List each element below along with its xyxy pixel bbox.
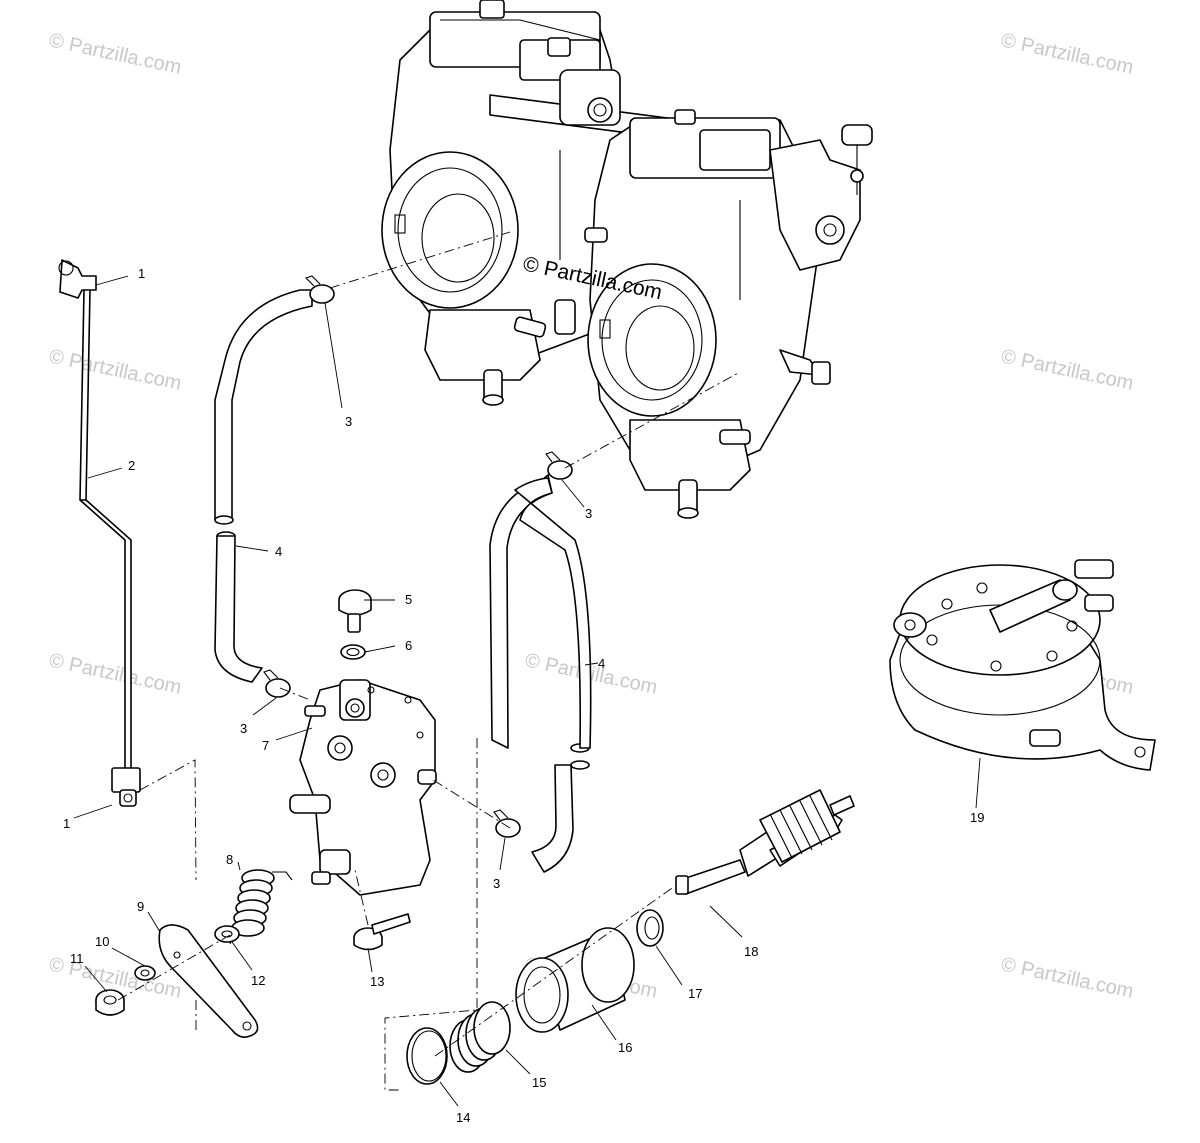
screw-13: [353, 913, 411, 951]
hose-right: [489, 474, 592, 873]
callout-3: 3: [240, 721, 247, 736]
callout-15: 15: [532, 1075, 546, 1090]
callout-9: 9: [137, 899, 144, 914]
oil-pump: [289, 679, 437, 896]
sleeve-16: [515, 927, 635, 1033]
callout-4: 4: [275, 544, 282, 559]
callout-6: 6: [405, 638, 412, 653]
callout-14: 14: [456, 1110, 470, 1125]
callout-19: 19: [970, 810, 984, 825]
callout-18: 18: [744, 944, 758, 959]
clamp-top-left: [304, 275, 335, 304]
watermark: © Partzilla.com: [47, 345, 183, 395]
carburetor-assembly: [381, 0, 873, 519]
callout-3: 3: [493, 876, 500, 891]
nut-11: [95, 989, 125, 1016]
watermark: © Partzilla.com: [47, 649, 183, 699]
washer-10: [134, 965, 156, 981]
lever-9: [158, 924, 259, 1038]
fuel-pump-19: [889, 559, 1156, 771]
callout-7: 7: [262, 738, 269, 753]
washer-6: [340, 644, 366, 660]
hose-left: [214, 289, 313, 683]
callout-2: 2: [128, 458, 135, 473]
watermark: © Partzilla.com: [47, 29, 183, 79]
watermark: © Partzilla.com: [999, 29, 1135, 79]
clamp-mid-right: [493, 809, 521, 838]
watermark: © Partzilla.com: [999, 345, 1135, 395]
callout-11: 11: [70, 951, 84, 966]
screw-5: [338, 589, 372, 633]
callout-1: 1: [63, 816, 70, 831]
oring-14: [406, 1027, 448, 1085]
shaft-18: [675, 789, 855, 895]
callout-3: 3: [585, 506, 592, 521]
washer-12: [214, 925, 240, 943]
clamp-mid-left: [263, 669, 291, 698]
callout-labels: 1 2 3 4 5 6 3 3 4 7 1 3 8 9 10 11 12 13 …: [63, 266, 984, 1125]
callout-4: 4: [598, 656, 605, 671]
spring-15: [449, 1001, 511, 1073]
leader-lines: [73, 275, 981, 1107]
callout-16: 16: [618, 1040, 632, 1055]
callout-13: 13: [370, 974, 384, 989]
clamp-top-right: [545, 451, 573, 480]
callout-5: 5: [405, 592, 412, 607]
callout-12: 12: [251, 973, 265, 988]
bracket-rod: [58, 259, 141, 807]
callout-3: 3: [345, 414, 352, 429]
callout-1: 1: [138, 266, 145, 281]
callout-10: 10: [95, 934, 109, 949]
watermark: © Partzilla.com: [999, 953, 1135, 1003]
install-lines: [117, 231, 741, 1091]
callout-17: 17: [688, 986, 702, 1001]
callout-8: 8: [226, 852, 233, 867]
washer-17: [636, 909, 664, 947]
